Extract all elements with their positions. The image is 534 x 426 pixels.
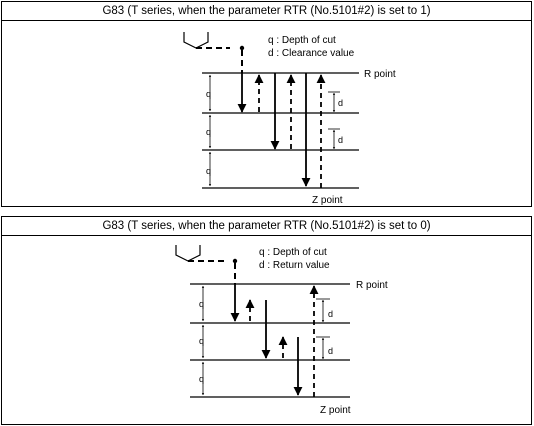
r-point-label: R point [356,280,388,291]
q-label: q [206,166,211,176]
panel-title: G83 (T series, when the parameter RTR (N… [2,2,531,21]
q-label: q [199,374,204,384]
tool-path [230,284,319,397]
q-label: q [199,299,204,309]
d-dimension-arrows [316,298,330,360]
diagram-panel-rtr-0: G83 (T series, when the parameter RTR (N… [1,216,532,425]
initial-point-marker [232,258,238,264]
d-dimension-arrows [328,91,340,150]
r-point-label: R point [364,69,396,80]
tool-icon [175,245,201,262]
legend-q: q : Depth of cut [259,247,327,258]
legend-d: d : Return value [259,260,330,271]
d-label: d [328,346,333,356]
q-label: q [199,336,204,346]
legend-d: d : Clearance value [268,48,355,59]
cycle-diagram-rtr-1: q : Depth of cut d : Clearance value R p… [183,32,396,206]
q-label: q [206,89,211,99]
panel-title: G83 (T series, when the parameter RTR (N… [2,217,531,236]
initial-point-marker [239,45,245,51]
cycle-diagram-rtr-0: q : Depth of cut d : Return value R poin… [175,245,388,416]
d-label: d [338,135,343,145]
legend-q: q : Depth of cut [268,35,336,46]
z-point-label: Z point [312,195,343,206]
tool-path [237,73,326,188]
diagram-panel-rtr-1: G83 (T series, when the parameter RTR (N… [1,1,532,207]
tool-icon [183,32,209,49]
q-label: q [206,127,211,137]
z-point-label: Z point [320,405,351,416]
d-label: d [338,98,343,108]
d-label: d [328,309,333,319]
